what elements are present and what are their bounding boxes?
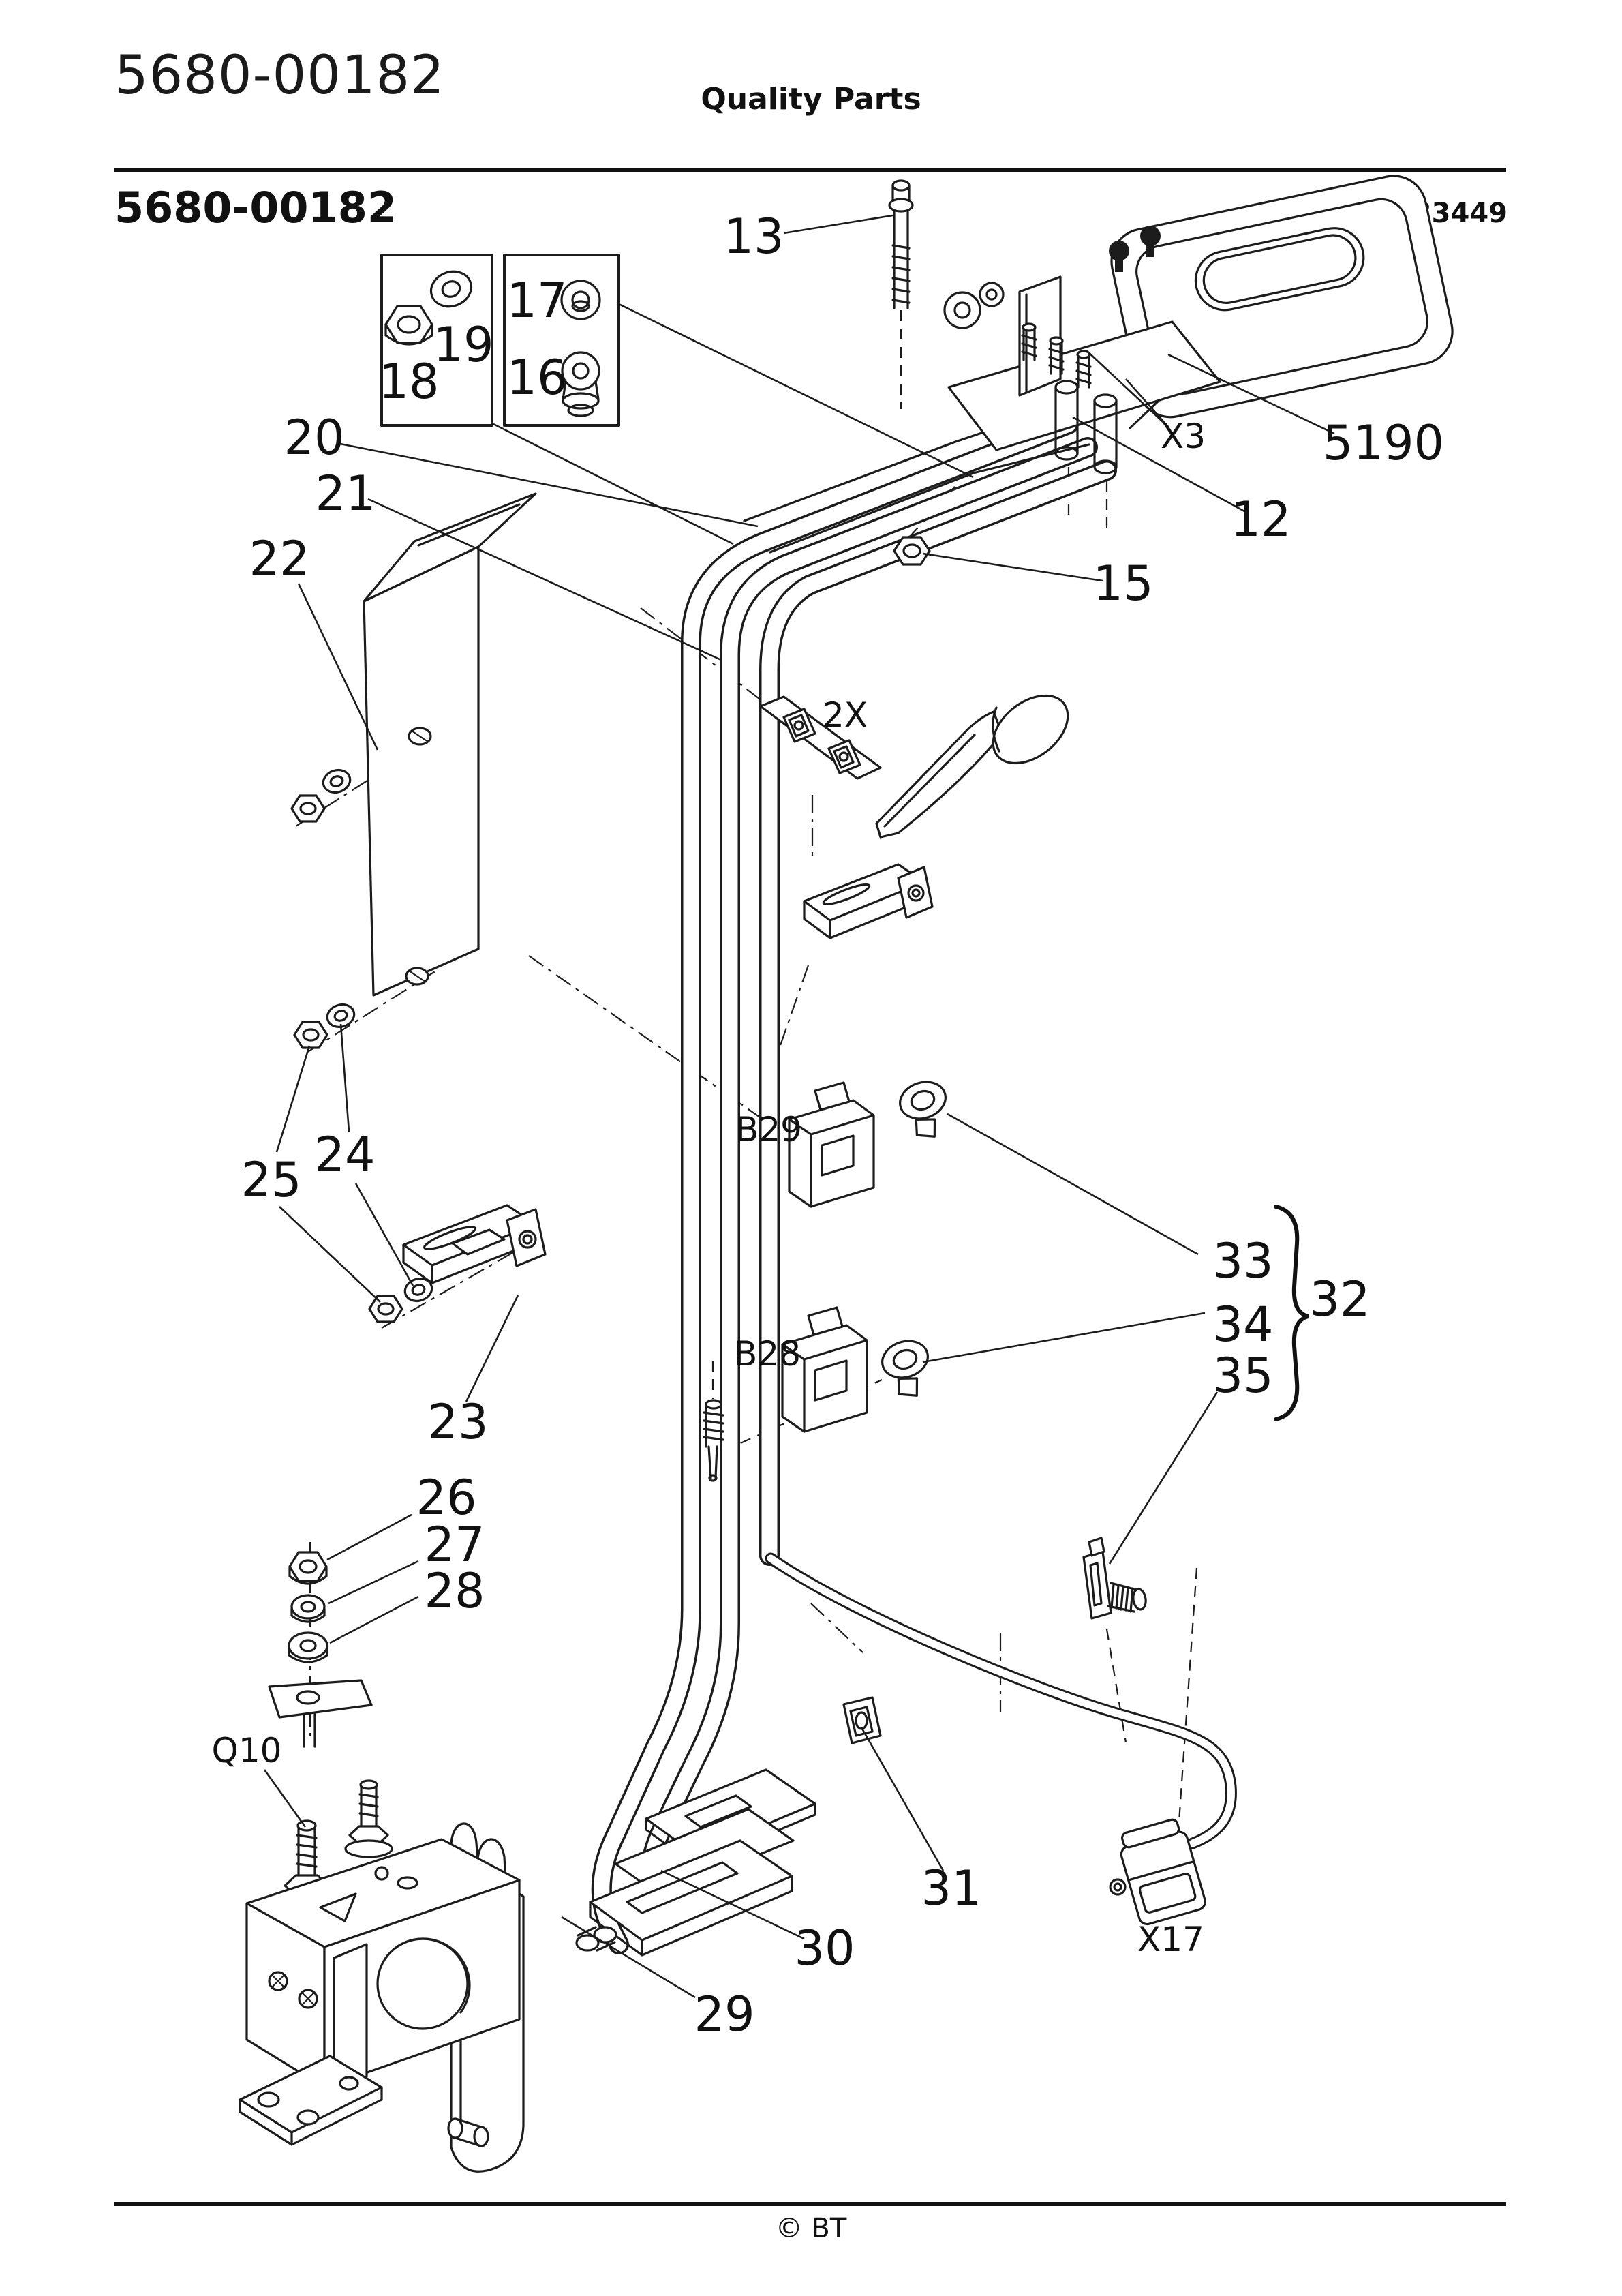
base-plate-29 <box>575 1839 793 1957</box>
contactor-q10 <box>239 1779 521 2146</box>
footer-rule <box>114 2202 1506 2206</box>
leader-line <box>1125 378 1169 427</box>
threaded-stub <box>703 1399 724 1482</box>
leader-line <box>922 552 1103 582</box>
washer-27 <box>290 1594 326 1623</box>
leader-line <box>947 1113 1199 1256</box>
bolt-13 <box>888 179 914 309</box>
center-line <box>1105 1629 1127 1743</box>
center-line <box>306 970 437 1053</box>
center-line <box>767 965 810 1079</box>
connector-b29 <box>788 1081 875 1208</box>
washer-28 <box>288 1631 328 1663</box>
detail-box-18-19 <box>380 254 493 427</box>
washer-19 <box>429 270 473 308</box>
leader-line <box>279 1206 381 1303</box>
header-title: Quality Parts <box>701 82 921 117</box>
sensor-tube <box>759 460 1117 1566</box>
leader-line <box>1086 350 1169 427</box>
brace-32 <box>1274 1205 1309 1421</box>
rail-23 <box>402 1204 547 1284</box>
clip-35 <box>1082 1537 1147 1620</box>
leader-line <box>328 1560 419 1605</box>
leader-line <box>1108 1391 1219 1565</box>
leader-line <box>367 498 722 661</box>
center-line <box>1178 1567 1198 1822</box>
cover-plate-22 <box>363 492 537 997</box>
header-doc-number: 5680-00182 <box>114 45 445 106</box>
leader-line <box>354 1183 414 1286</box>
washer-24c <box>403 1277 433 1303</box>
flange-nut-25b <box>293 1021 328 1049</box>
page-doc-number: 5680-00182 <box>114 183 397 232</box>
washer-24a <box>322 768 352 794</box>
center-line <box>723 1378 883 1452</box>
leader-line <box>660 1869 805 1940</box>
grommet-34 <box>881 1340 929 1397</box>
leader-line <box>1167 353 1335 435</box>
leader-line <box>326 1513 412 1561</box>
leader-lines <box>263 214 1335 1999</box>
leader-line <box>297 583 379 751</box>
grommet-33 <box>899 1081 947 1138</box>
footer-copyright: © BT <box>775 2213 847 2244</box>
washer-24b <box>326 1003 356 1029</box>
leader-line <box>860 1727 945 1871</box>
leader-line <box>465 1295 519 1402</box>
washer-17 <box>560 280 601 320</box>
spring-studs-x3 <box>1021 322 1092 389</box>
header-rule <box>114 168 1506 172</box>
flange-nut-25c <box>368 1295 403 1323</box>
nut-15 <box>893 536 931 566</box>
connector-x17 <box>1120 1818 1206 1926</box>
connector-b28 <box>781 1306 868 1433</box>
nut-18 <box>384 305 433 346</box>
center-line <box>810 1603 863 1653</box>
detail-box-17-16 <box>503 254 620 427</box>
grip-tool <box>875 694 1069 839</box>
harness-cable <box>765 1552 1237 1849</box>
flange-nut-25a <box>290 794 326 823</box>
clamp-31 <box>842 1696 882 1744</box>
nut-26 <box>288 1551 328 1585</box>
leader-line <box>275 1045 311 1153</box>
leader-line <box>1072 416 1245 513</box>
leader-line <box>329 1595 419 1644</box>
rail-2x <box>803 863 934 939</box>
leader-line <box>493 423 734 545</box>
leader-line <box>922 1312 1206 1363</box>
tube-assembly-20 <box>591 414 1079 1954</box>
pins-12 <box>1054 380 1118 474</box>
leader-line <box>339 1023 350 1132</box>
clip-bracket-2x <box>759 695 882 780</box>
grommet-16 <box>561 351 600 417</box>
pump-block <box>943 226 1221 474</box>
leader-line <box>561 1916 696 1999</box>
mount-tab <box>268 1679 373 1748</box>
leader-line <box>263 1769 307 1828</box>
center-line <box>381 1243 530 1329</box>
leader-line <box>618 303 974 479</box>
leader-line <box>783 214 893 235</box>
leader-line <box>336 442 759 528</box>
x17-screw <box>1109 1878 1127 1896</box>
